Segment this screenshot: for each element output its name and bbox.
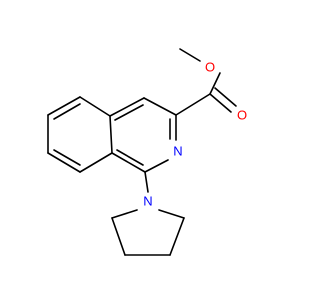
bond-c1-c8a-inner [116, 149, 144, 166]
bond-c1-npyr [144, 171, 149, 193]
bond-c4a-c5 [79, 96, 111, 117]
bond-c4-c4a-inner [114, 104, 144, 121]
atom-label-n-pyrrolidine: N [143, 194, 152, 209]
bond-ca-cb [169, 217, 185, 256]
bond-npyr-ca [158, 209, 185, 219]
molecule-diagram: O O N N [47, 48, 247, 256]
atom-n-ring: N [173, 144, 182, 159]
bond-c3-c4 [143, 97, 177, 116]
bond-n-c1 [144, 159, 169, 173]
bond-c4-c4a [109, 97, 145, 117]
bond-o-carbonyl-c [209, 72, 221, 95]
bond-cc-cd [111, 217, 126, 256]
bond-c7-c8-inner [53, 149, 81, 166]
bond-c8-c8a [79, 152, 113, 173]
bond-c5-c6-inner [53, 103, 81, 120]
bond-c7-c8 [47, 152, 81, 173]
atom-label-o-methoxy: O [205, 60, 215, 75]
atom-labels: O O N N [143, 60, 247, 209]
bond-cd-npyr [111, 209, 138, 219]
bond-methyl-o [179, 48, 201, 62]
atom-label-o-carbonyl: O [237, 108, 247, 123]
atom-o-methoxy: O [205, 60, 215, 75]
bond-c-o-double-b [214, 87, 237, 107]
bond-ester-c3 [175, 93, 211, 116]
bond-c5-c6 [47, 96, 81, 116]
structure-canvas: O O N N [47, 48, 247, 256]
bond-c1-c8a [111, 152, 146, 173]
atom-n-pyrrolidine: N [143, 194, 152, 209]
bond-c4a-c8a [109, 115, 113, 154]
bonds [47, 48, 237, 256]
bond-c-o-double-a [209, 93, 232, 113]
atom-label-n-ring: N [173, 144, 182, 159]
atom-o-carbonyl: O [237, 108, 247, 123]
